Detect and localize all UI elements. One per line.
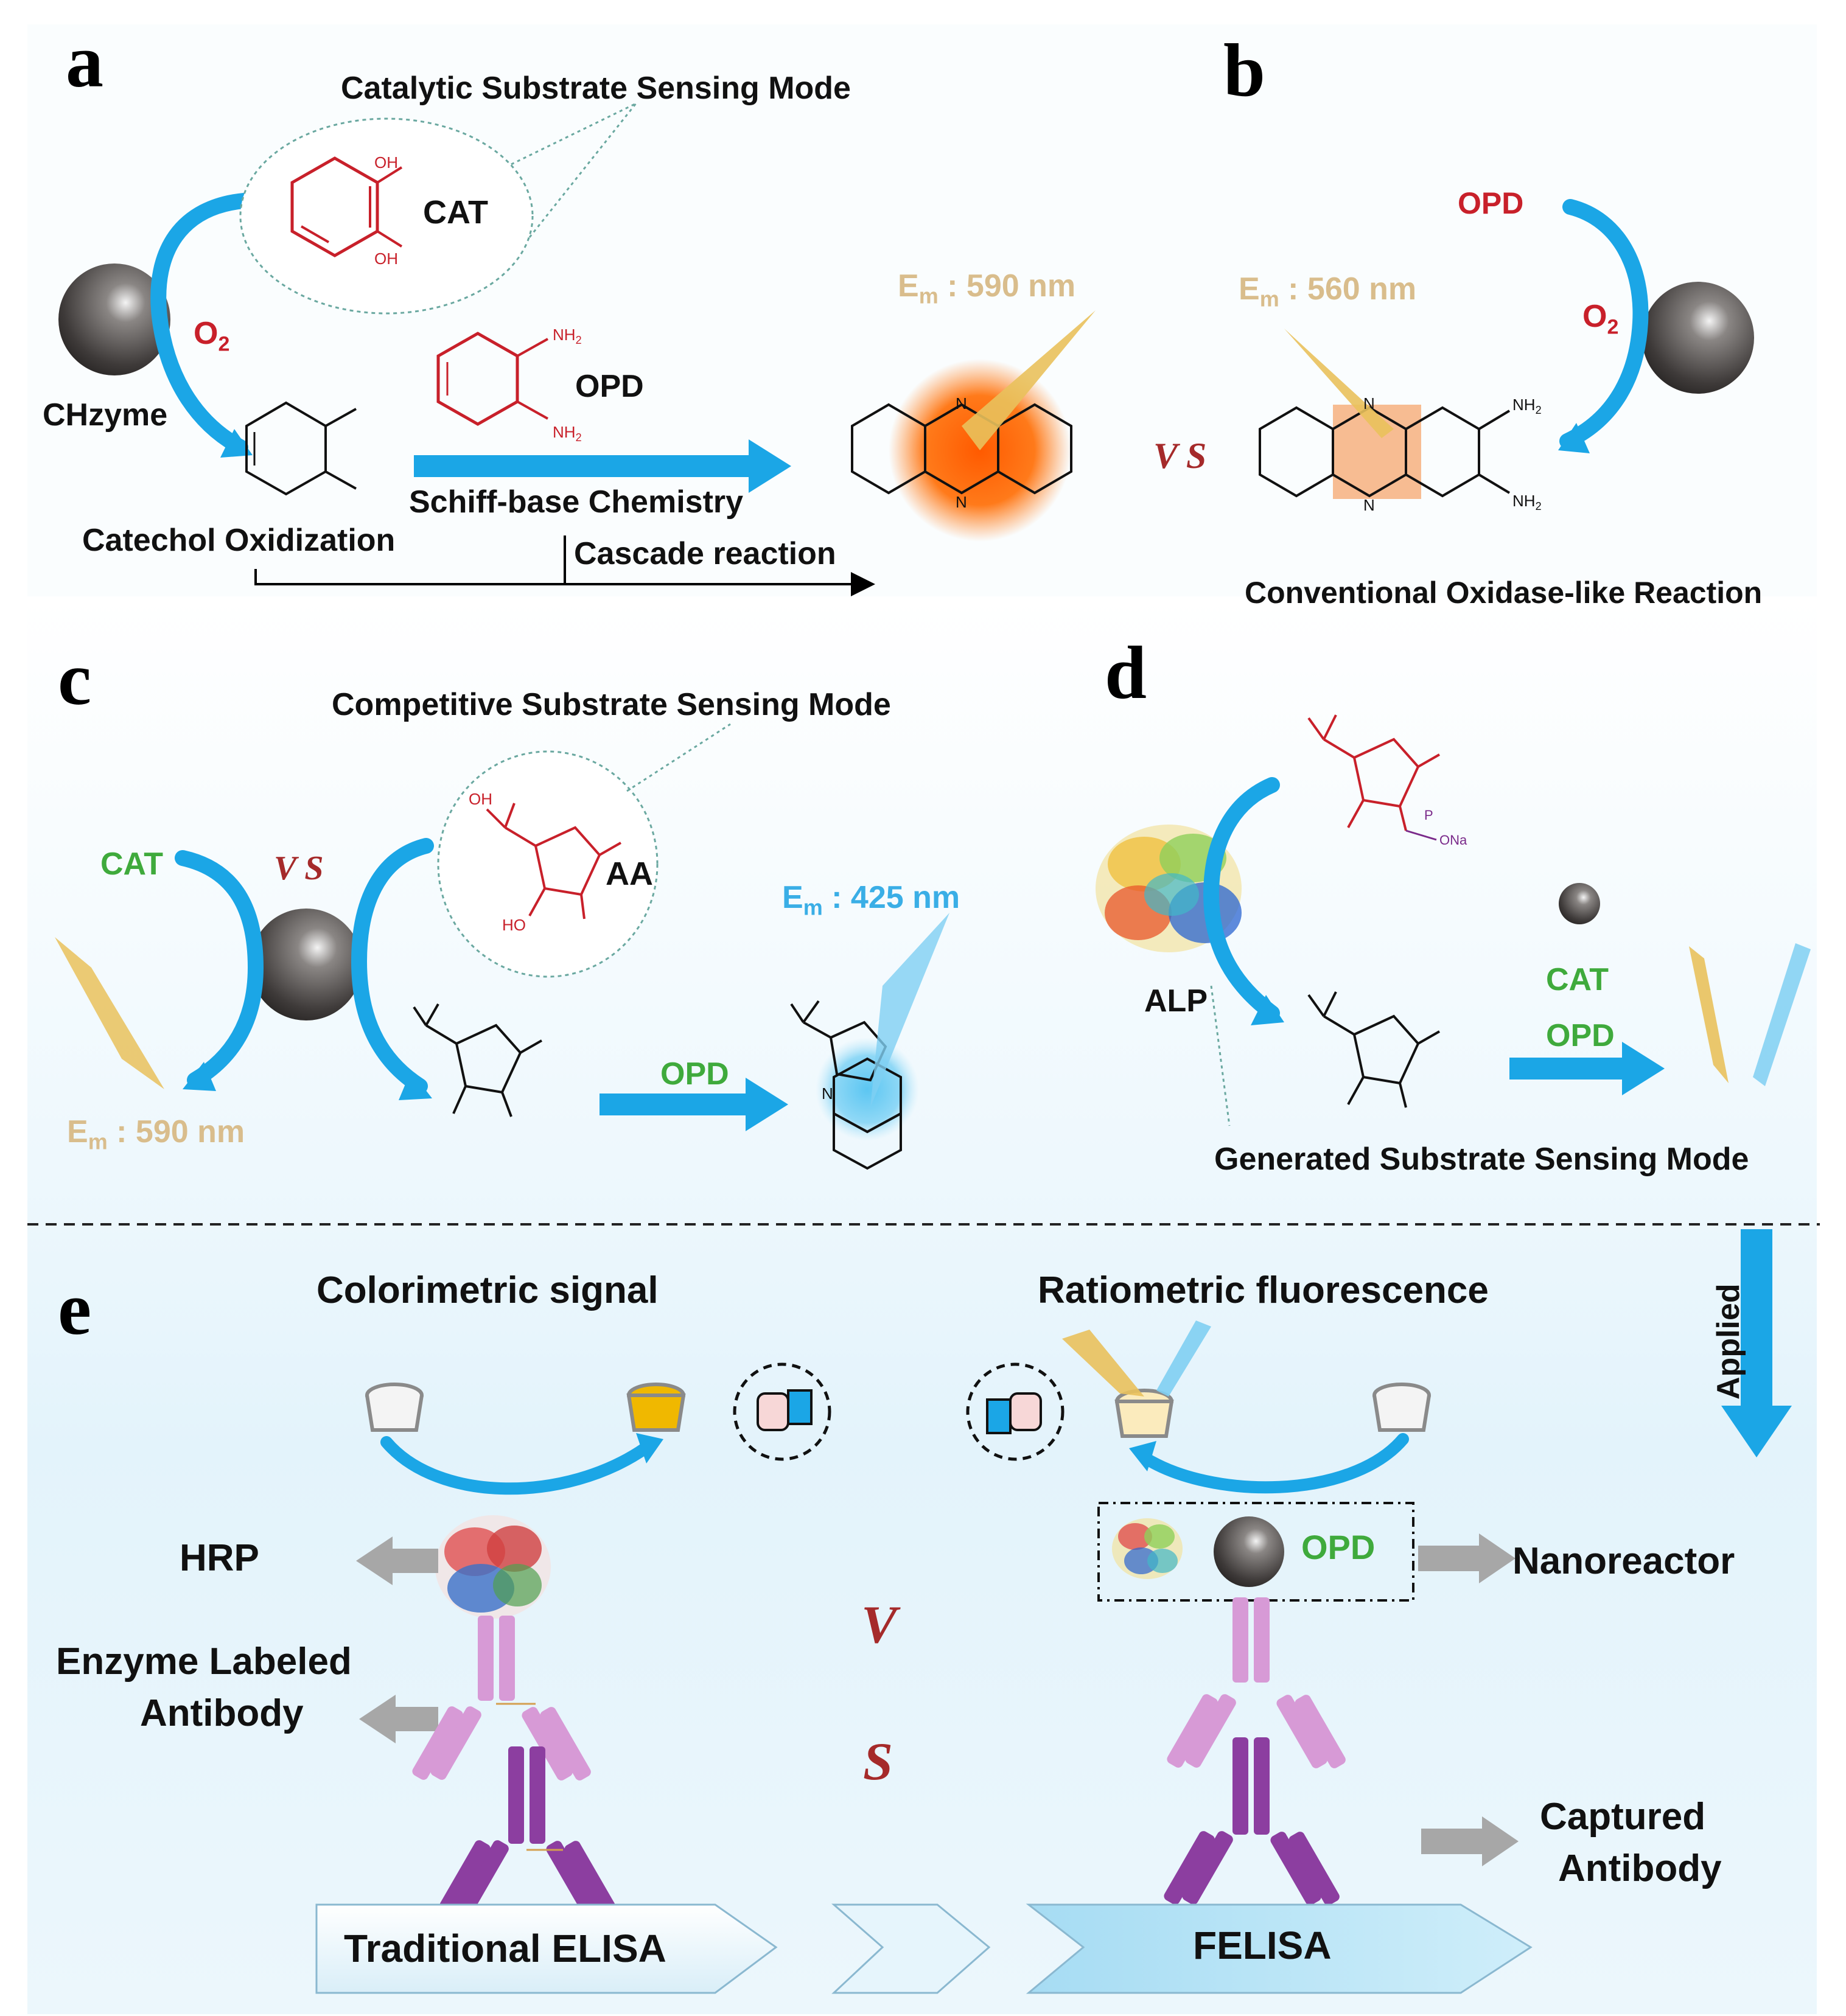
- enzyme-labeled-line1: Enzyme Labeled: [56, 1641, 352, 1683]
- vs-s: S: [863, 1732, 893, 1791]
- opd-label-d: OPD: [1546, 1018, 1615, 1053]
- captured-antibody-left: [439, 1746, 615, 1914]
- alp-label: ALP: [1144, 983, 1208, 1019]
- emission-590-a: Em : 590 nm: [898, 268, 1076, 309]
- enzyme-labeled-antibody-right: [1167, 1597, 1346, 1768]
- enzyme-labeled-antibody-left: [412, 1616, 591, 1781]
- hrp-label: HRP: [180, 1537, 259, 1579]
- hrp-protein: [435, 1515, 551, 1619]
- emission-590-c: Em : 590 nm: [67, 1114, 245, 1154]
- conventional-oxidase-caption: Conventional Oxidase-like Reaction: [1245, 576, 1763, 610]
- enzyme-labeled-line2: Antibody: [140, 1692, 304, 1734]
- colorimetric-title: Colorimetric signal: [316, 1269, 659, 1311]
- nanoreactor-sphere: [1214, 1516, 1284, 1587]
- traditional-elisa-banner: Traditional ELISA: [344, 1927, 666, 1970]
- o2-label-b: O2: [1582, 299, 1619, 339]
- chzyme-label: CHzyme: [43, 397, 168, 433]
- cascade-reaction-label: Cascade reaction: [574, 536, 836, 571]
- captured-line1: Captured: [1540, 1796, 1706, 1838]
- nanoreactor-label: Nanoreactor: [1512, 1540, 1735, 1582]
- captured-line2: Antibody: [1558, 1847, 1722, 1889]
- cat-label-d: CAT: [1546, 962, 1609, 997]
- chzyme-sphere-c: [250, 909, 362, 1020]
- panel-label-a: a: [66, 19, 103, 103]
- chzyme-sphere-b: [1642, 282, 1754, 394]
- vs-v: V: [861, 1596, 897, 1655]
- ratiometric-title: Ratiometric fluorescence: [1038, 1269, 1489, 1311]
- opd-label-b: OPD: [1458, 186, 1524, 220]
- colored-well: [626, 1383, 686, 1432]
- panel-label-b: b: [1223, 29, 1265, 112]
- panel-label-c: c: [58, 637, 92, 720]
- catalytic-mode-title: Catalytic Substrate Sensing Mode: [341, 71, 851, 106]
- vs-label-c: V S: [274, 849, 324, 887]
- opd-label-e: OPD: [1301, 1528, 1376, 1566]
- panel-label-e: e: [58, 1267, 92, 1350]
- felisa-banner: FELISA: [1193, 1924, 1332, 1967]
- nanoreactor-enzyme: [1112, 1518, 1183, 1579]
- applied-label: Applied: [1711, 1283, 1746, 1400]
- aa-label: AA: [606, 856, 653, 892]
- oh-label-2: OH: [374, 249, 398, 268]
- oh-label-1: OH: [374, 153, 398, 172]
- generated-mode-caption: Generated Substrate Sensing Mode: [1214, 1142, 1749, 1177]
- empty-well-left: [365, 1383, 424, 1432]
- catechol-oxidization-label: Catechol Oxidization: [82, 523, 396, 558]
- opd-label-c: OPD: [660, 1056, 729, 1092]
- competitive-mode-title: Competitive Substrate Sensing Mode: [332, 687, 891, 722]
- o2-label-a: O2: [194, 316, 230, 356]
- captured-antibody-right: [1164, 1737, 1340, 1905]
- cat-label-a: CAT: [423, 194, 488, 231]
- cat-label-c: CAT: [100, 846, 164, 882]
- chzyme-sphere-a: [58, 263, 170, 375]
- panel-label-d: d: [1105, 631, 1147, 714]
- schiff-base-label: Schiff-base Chemistry: [409, 484, 744, 520]
- fluorescent-well: [1062, 1320, 1211, 1438]
- emission-560-b: Em : 560 nm: [1239, 271, 1417, 312]
- emission-425-c: Em : 425 nm: [782, 880, 960, 920]
- vs-label-ab: V S: [1153, 436, 1207, 476]
- empty-well-right: [1372, 1383, 1431, 1432]
- chzyme-sphere-d: [1559, 883, 1600, 924]
- opd-label-a: OPD: [575, 369, 644, 404]
